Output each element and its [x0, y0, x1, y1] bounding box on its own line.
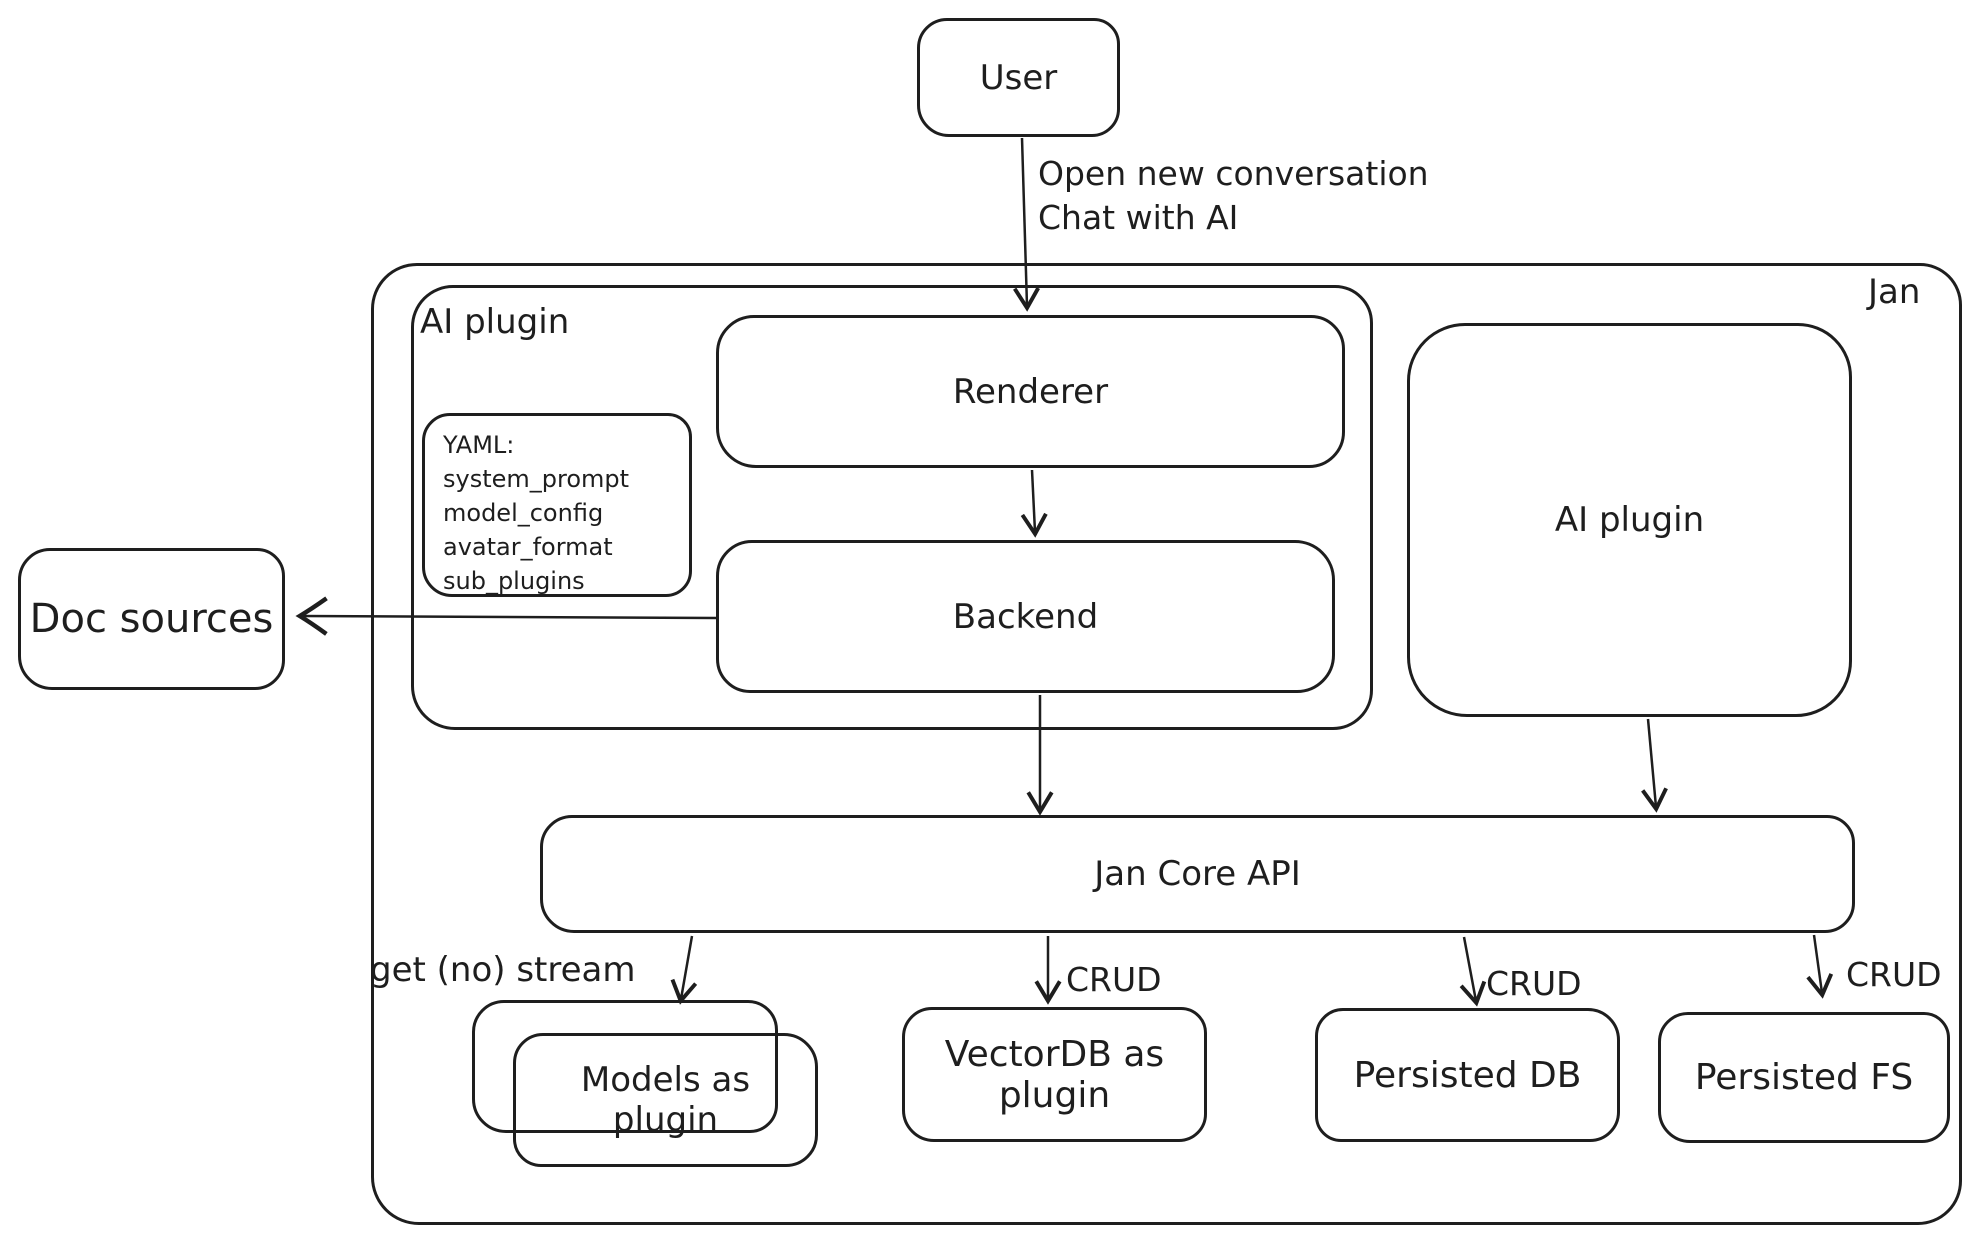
- persisted-fs-label: Persisted FS: [1694, 1057, 1914, 1098]
- yaml-note: YAML: system_prompt model_config avatar_…: [422, 413, 692, 597]
- user-node-label: User: [979, 57, 1058, 98]
- vectordb-label: VectorDB as plugin: [944, 1033, 1165, 1116]
- ai-plugin-right-label: AI plugin: [1554, 500, 1705, 540]
- vectordb-node: VectorDB as plugin: [902, 1007, 1207, 1142]
- jan-container-label: Jan: [1868, 272, 1921, 312]
- yaml-note-text: YAML: system_prompt model_config avatar_…: [443, 428, 629, 598]
- yaml-line: sub_plugins: [443, 567, 585, 595]
- user-node: User: [917, 18, 1120, 137]
- yaml-line: avatar_format: [443, 533, 613, 561]
- renderer-node: Renderer: [716, 315, 1345, 468]
- ai-plugin-container: [411, 285, 1373, 730]
- models-as-plugin-back-box: [472, 1000, 778, 1133]
- ai-plugin-right-node: AI plugin: [1407, 323, 1852, 717]
- ai-plugin-container-label: AI plugin: [420, 302, 570, 342]
- user-edge-label-line1: Open new conversation: [1038, 154, 1429, 193]
- renderer-node-label: Renderer: [952, 371, 1109, 412]
- crud-vectordb-label: CRUD: [1066, 960, 1162, 999]
- backend-node-label: Backend: [952, 596, 1099, 637]
- yaml-line: system_prompt: [443, 465, 630, 493]
- models-as-plugin-label: Models as plugin: [580, 1060, 751, 1140]
- crud-persisted-db-label: CRUD: [1486, 964, 1582, 1003]
- doc-sources-label: Doc sources: [29, 596, 274, 642]
- user-edge-label: Open new conversation Chat with AI: [1038, 152, 1429, 240]
- jan-container: [371, 263, 1962, 1225]
- get-no-stream-label: get (no) stream: [370, 950, 636, 990]
- crud-persisted-fs-label: CRUD: [1846, 955, 1942, 994]
- models-as-plugin-node: Models as plugin: [513, 1033, 818, 1167]
- doc-sources-node: Doc sources: [18, 548, 285, 690]
- yaml-line: YAML:: [443, 431, 515, 459]
- jan-core-api-label: Jan Core API: [1094, 854, 1301, 894]
- persisted-db-label: Persisted DB: [1353, 1054, 1582, 1096]
- persisted-db-node: Persisted DB: [1315, 1008, 1620, 1142]
- persisted-fs-node: Persisted FS: [1658, 1012, 1950, 1143]
- jan-core-api-node: Jan Core API: [540, 815, 1855, 933]
- yaml-line: model_config: [443, 499, 604, 527]
- user-edge-label-line2: Chat with AI: [1038, 198, 1239, 237]
- backend-node: Backend: [716, 540, 1335, 693]
